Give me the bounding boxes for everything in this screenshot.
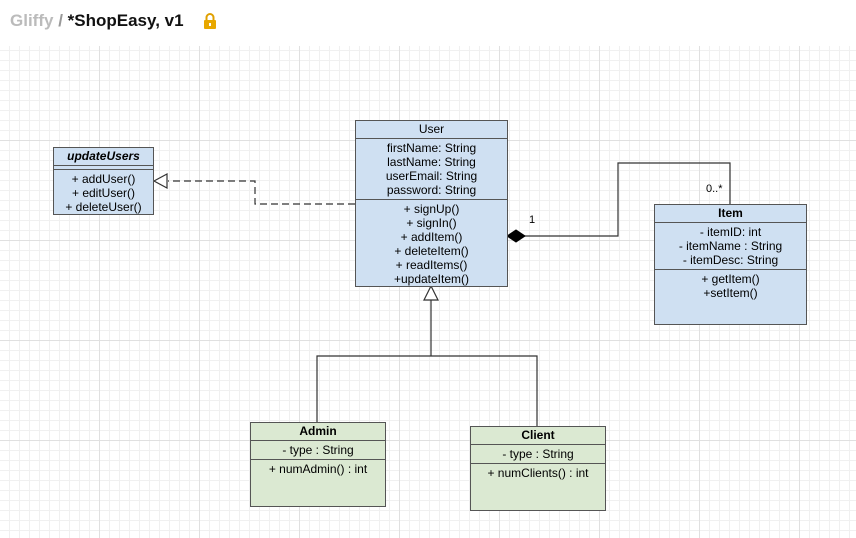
operation: + deleteUser() — [65, 200, 142, 214]
class-name: User — [356, 121, 507, 139]
operation: + readItems() — [395, 258, 468, 272]
class-name: updateUsers — [54, 148, 153, 166]
class-attributes: - itemID: int - itemName : String - item… — [655, 223, 806, 270]
client-class[interactable]: Client - type : String + numClients() : … — [470, 426, 606, 511]
class-operations: + addUser() + editUser() + deleteUser() — [54, 170, 153, 216]
attribute: password: String — [386, 183, 477, 197]
attribute: - itemDesc: String — [682, 253, 779, 267]
class-attributes — [54, 166, 153, 170]
header-bar: Gliffy / *ShopEasy, v1 — [0, 0, 856, 46]
operation: + numClients() : int — [487, 466, 589, 480]
item-class[interactable]: Item - itemID: int - itemName : String -… — [654, 204, 807, 325]
update-users-interface[interactable]: updateUsers + addUser() + editUser() + d… — [53, 147, 154, 215]
class-operations: + numAdmin() : int — [251, 460, 385, 478]
operation: + signUp() — [403, 202, 460, 216]
lock-icon[interactable] — [203, 13, 217, 29]
attribute: - itemID: int — [699, 225, 762, 239]
attribute: userEmail: String — [385, 169, 478, 183]
operation: +setItem() — [703, 286, 758, 300]
operation: + numAdmin() : int — [268, 462, 368, 476]
document-title[interactable]: *ShopEasy, v1 — [67, 11, 184, 30]
operation: + addUser() — [71, 172, 136, 186]
composition-diamond — [506, 229, 526, 243]
operation: + editUser() — [71, 186, 136, 200]
class-attributes: - type : String — [251, 441, 385, 460]
user-class[interactable]: User firstName: String lastName: String … — [355, 120, 508, 287]
operation: +updateItem() — [393, 272, 470, 286]
class-attributes: - type : String — [471, 445, 605, 464]
operation: + deleteItem() — [394, 244, 469, 258]
operation: + signIn() — [406, 216, 457, 230]
class-name: Item — [655, 205, 806, 223]
multiplicity-user-end: 1 — [529, 214, 536, 226]
attribute: firstName: String — [386, 141, 477, 155]
class-operations: + signUp() + signIn() + addItem() + dele… — [356, 200, 507, 288]
breadcrumb-separator: / — [58, 11, 63, 30]
realization-connector — [168, 180, 355, 205]
attribute: lastName: String — [387, 155, 476, 169]
generalization-connector-client — [431, 355, 538, 426]
composition-connector — [524, 162, 731, 237]
attribute: - type : String — [282, 443, 354, 457]
generalization-arrowhead — [423, 284, 439, 301]
class-name: Admin — [251, 423, 385, 441]
multiplicity-item-end: 0..* — [706, 183, 723, 195]
operation: + addItem() — [400, 230, 463, 244]
breadcrumb: Gliffy / *ShopEasy, v1 — [10, 11, 184, 31]
class-name: Client — [471, 427, 605, 445]
admin-class[interactable]: Admin - type : String + numAdmin() : int — [250, 422, 386, 507]
realization-arrowhead — [152, 172, 168, 190]
attribute: - type : String — [502, 447, 574, 461]
generalization-connector-admin — [316, 355, 431, 422]
class-attributes: firstName: String lastName: String userE… — [356, 139, 507, 200]
class-operations: + numClients() : int — [471, 464, 605, 482]
operation: + getItem() — [701, 272, 760, 286]
attribute: - itemName : String — [678, 239, 783, 253]
class-operations: + getItem() +setItem() — [655, 270, 806, 302]
app-name-link[interactable]: Gliffy — [10, 11, 54, 30]
